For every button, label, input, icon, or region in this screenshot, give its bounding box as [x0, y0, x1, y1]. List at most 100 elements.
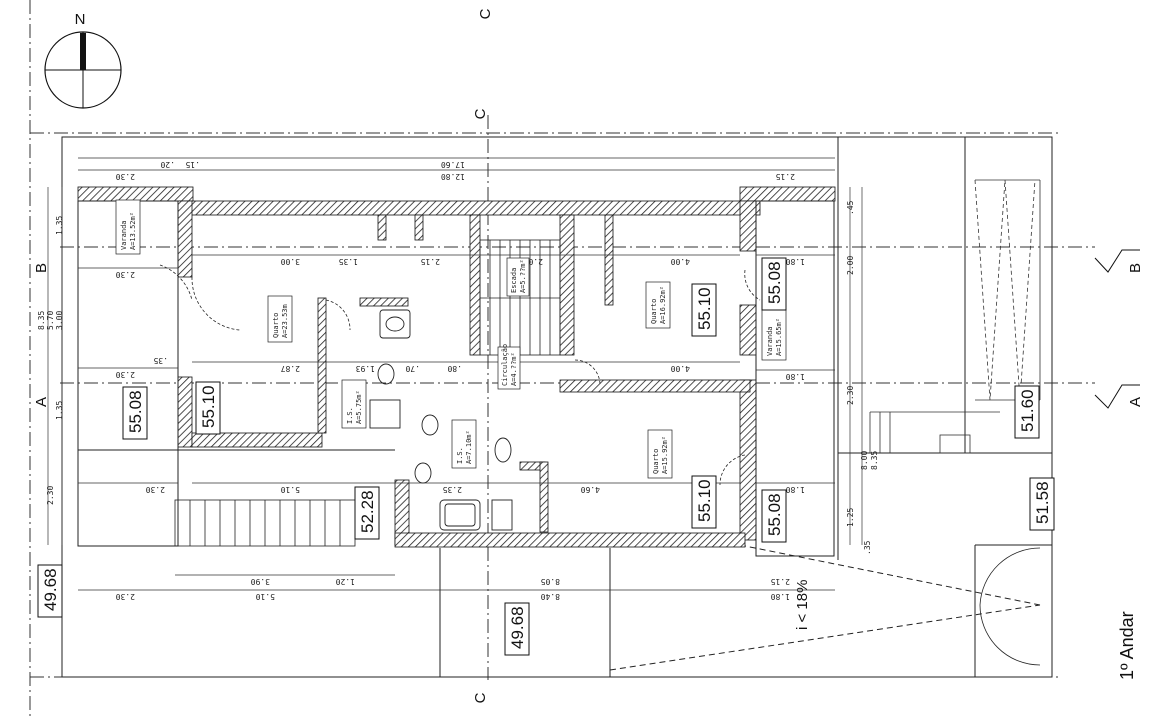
section-a-left: A — [33, 397, 50, 407]
dim-right-230: 2.30 — [846, 386, 855, 405]
dim-right-835: 8.35 — [870, 451, 879, 470]
dim-row-400a: 4.00 — [671, 257, 690, 266]
room-is1-area: A=5.75m² — [355, 390, 363, 424]
dim-row-180b: 1.80 — [786, 372, 805, 381]
section-lines — [29, 0, 1095, 720]
dim-bot-840: 8.40 — [541, 592, 560, 601]
dim-left-570: 5.70 — [46, 311, 55, 330]
level-l3: 55.10 — [695, 287, 714, 330]
level-l1: 55.08 — [126, 390, 145, 433]
room-quarto-upper-area: A=16.92m² — [659, 286, 667, 324]
dim-right-800: 8.00 — [860, 451, 869, 470]
room-quarto-main-name: Quarto — [272, 313, 280, 338]
dim-right-125: 1.25 — [846, 508, 855, 527]
section-c-bottom: C — [472, 692, 489, 703]
dim-row-180a: 1.80 — [786, 257, 805, 266]
section-c-top: C — [477, 8, 494, 19]
room-is2-area: A=7.10m² — [465, 430, 473, 464]
floor-title: 1º Andar — [1117, 611, 1137, 680]
level-l7: 52.28 — [358, 490, 377, 533]
dim-row-230b: 2.30 — [116, 370, 135, 379]
center-stairs — [479, 239, 561, 356]
room-escada-area: A=5.??m² — [519, 259, 527, 293]
level-l6: 55.08 — [765, 493, 784, 536]
level-l2: 55.10 — [199, 385, 218, 428]
dim-row-180c: 1.80 — [786, 485, 805, 494]
level-markers: 55.08 55.10 55.10 55.08 55.10 55.08 52.2… — [37, 257, 1055, 656]
room-varanda-right-area: A=15.65m² — [775, 318, 783, 356]
dim-row-80: .80 — [447, 364, 462, 373]
room-varanda-right-name: Varanda — [766, 326, 774, 356]
ramp-slope-label: i < 18% — [794, 580, 811, 630]
level-l10: 51.60 — [1018, 389, 1037, 432]
fixtures — [369, 309, 513, 531]
north-arrow: N — [44, 11, 122, 109]
gate-swing-bottom — [979, 604, 1041, 666]
dim-right-35: .35 — [863, 540, 872, 555]
walls — [77, 186, 836, 548]
dim-row-230c: 2.30 — [146, 485, 165, 494]
section-markers: C C C B A B A — [33, 8, 1144, 703]
dim-bot-180: 1.80 — [771, 592, 790, 601]
section-a-right: A — [1127, 397, 1144, 407]
dim-row-135: 1.35 — [339, 257, 358, 266]
dim-row-215: 2.15 — [421, 257, 440, 266]
level-l4: 55.08 — [765, 261, 784, 304]
door-swings — [159, 264, 761, 486]
room-circulacao-name: Circulação — [501, 344, 509, 386]
level-l11: 51.58 — [1033, 481, 1052, 524]
dim-right-200: 2.00 — [846, 256, 855, 275]
ramp-triangle — [609, 544, 1041, 671]
room-is2-name: I.S. — [456, 447, 464, 464]
room-quarto-upper-name: Quarto — [650, 299, 658, 324]
dim-row-460: 4.60 — [581, 485, 600, 494]
dim-bot-510: 5.10 — [256, 592, 275, 601]
dim-top-20: .20 — [160, 160, 175, 169]
room-varanda-left-area: A=13.52m² — [129, 212, 137, 250]
dim-bot-120: 1.20 — [336, 577, 355, 586]
dim-left-230: 2.30 — [46, 486, 55, 505]
room-circulacao-area: A=4.??m² — [510, 352, 518, 386]
dim-row-287: 2.87 — [281, 364, 300, 373]
dim-top-230: 2.30 — [116, 172, 135, 181]
dim-row-300: 3.00 — [281, 257, 300, 266]
room-quarto-lower-area: A=15.92m² — [661, 436, 669, 474]
room-escada-name: Escada — [510, 268, 518, 293]
dim-row-193: 1.93 — [356, 364, 375, 373]
dim-row-70: .70 — [405, 364, 420, 373]
room-varanda-left-name: Varanda — [120, 220, 128, 250]
room-quarto-main-area: A=23.53m — [281, 304, 289, 338]
dim-left-300: 3.00 — [55, 311, 64, 330]
dim-top-1760: 17.60 — [441, 160, 465, 169]
dim-row-510: 5.10 — [281, 485, 300, 494]
dim-bot-215: 2.15 — [771, 577, 790, 586]
dim-top-1280: 12.80 — [441, 172, 465, 181]
dim-row-400b: 4.00 — [671, 364, 690, 373]
dim-right-45: .45 — [846, 200, 855, 215]
left-stairs — [174, 499, 356, 547]
dim-top-215: 2.15 — [776, 172, 795, 181]
dimension-lines — [47, 157, 863, 591]
lot-outline — [61, 136, 1053, 678]
dim-bot-390: 3.90 — [251, 577, 270, 586]
room-is1-name: I.S. — [346, 407, 354, 424]
dim-top-15: .15 — [185, 160, 200, 169]
dim-row-200: 2.00 — [524, 257, 543, 266]
level-l5: 55.10 — [695, 479, 714, 522]
section-c-mid: C — [472, 108, 489, 119]
section-b-right: B — [1127, 263, 1144, 273]
section-b-left: B — [33, 263, 50, 273]
dim-row-230a: 2.30 — [116, 270, 135, 279]
north-label: N — [75, 11, 86, 28]
dim-row-235: 2.35 — [443, 485, 462, 494]
dim-bot-805: 8.05 — [541, 577, 560, 586]
level-l8: 49.68 — [41, 568, 60, 611]
dim-left-135a: 1.35 — [55, 216, 64, 235]
dim-left-135b: 1.35 — [55, 401, 64, 420]
room-quarto-lower-name: Quarto — [652, 449, 660, 474]
level-l9: 49.68 — [508, 606, 527, 649]
room-labels: Varanda A=13.52m² Quarto A=23.53m I.S. A… — [115, 199, 787, 479]
dim-bot-230: 2.30 — [116, 592, 135, 601]
dim-row-35a: .35 — [153, 356, 168, 365]
